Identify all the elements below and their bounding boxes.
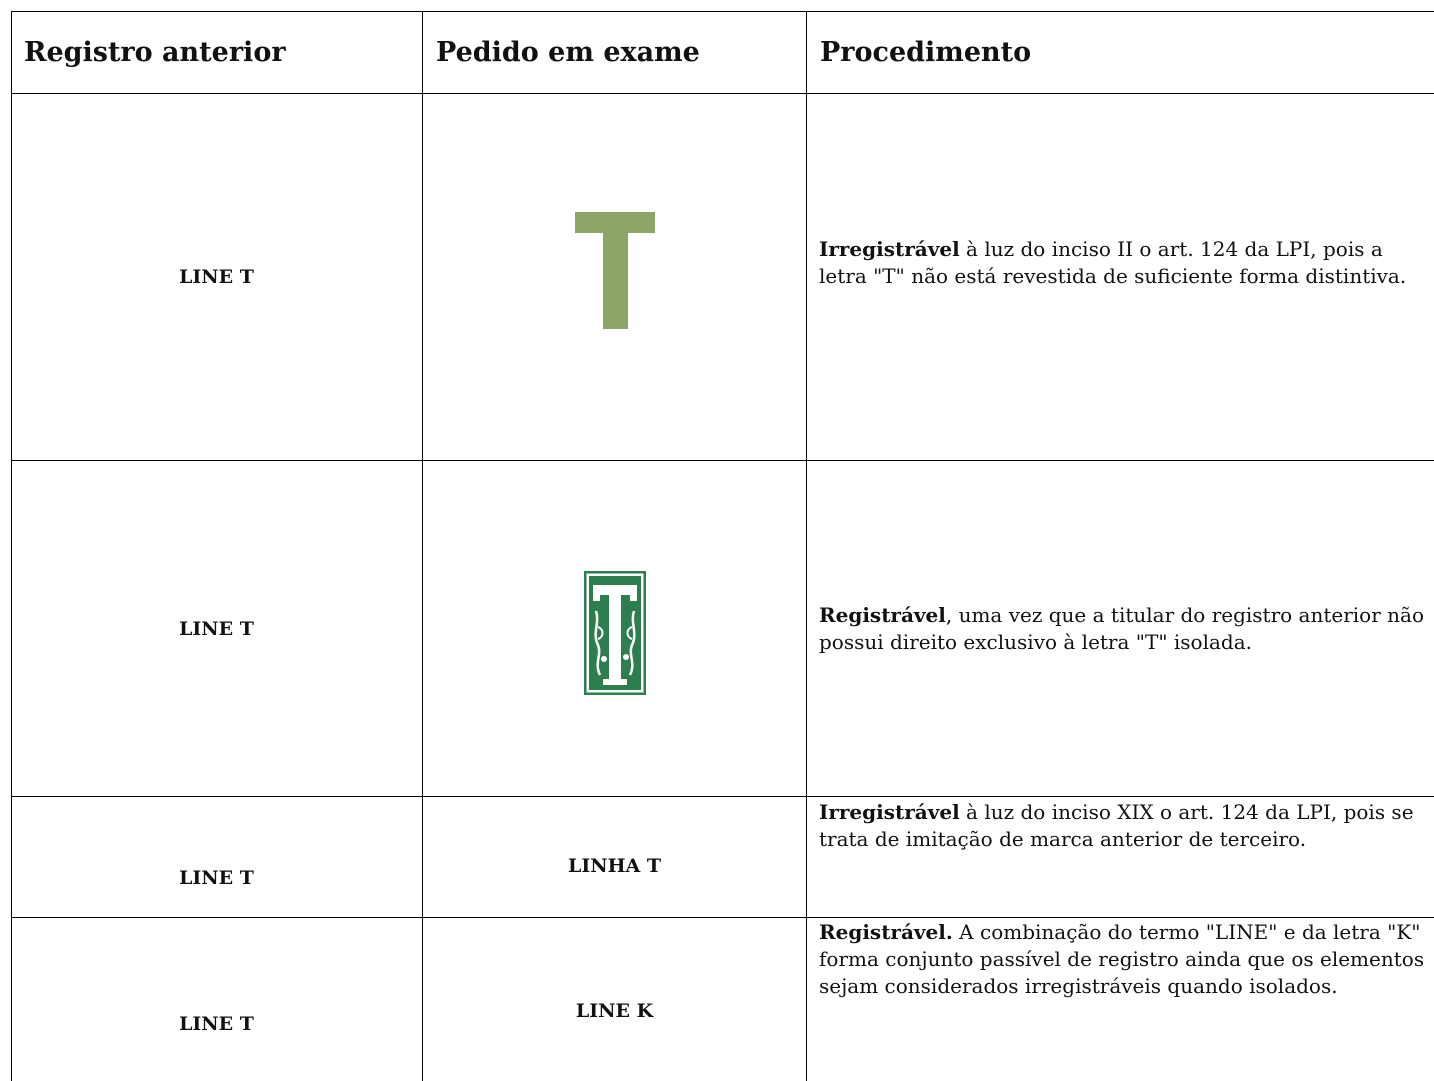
- table-row-4-pedido: LINE K: [575, 1000, 654, 1022]
- table-row-4-procedimento: Registrável. A combinação do termo "LINE…: [807, 918, 1434, 1081]
- ornamental-letter-t-logo: [583, 570, 646, 695]
- table-row-1-pedido: [423, 94, 806, 460]
- table-row-3-procedimento: Irregistrável à luz do inciso XIX o art.…: [807, 797, 1434, 917]
- procedimento-text: , uma vez que a titular do registro ante…: [819, 602, 1424, 654]
- table-row-1-anterior: LINE T: [179, 266, 254, 288]
- table-row-2-procedimento: Registrável, uma vez que a titular do re…: [807, 461, 1434, 796]
- procedimento-text: A combinação do termo "LINE" e da letra …: [819, 920, 1425, 998]
- table-top-border: [11, 11, 1434, 12]
- header-registro-anterior: Registro anterior: [24, 37, 286, 68]
- row-divider: [11, 796, 1434, 797]
- table-row-2-anterior: LINE T: [179, 617, 254, 640]
- procedimento-verdict: Registrável.: [819, 920, 953, 944]
- table-row-4-anterior: LINE T: [179, 1013, 254, 1035]
- column-divider: [806, 11, 807, 1081]
- table-row-3-anterior: LINE T: [179, 867, 254, 889]
- table-row-1-procedimento: Irregistrável à luz do inciso II o art. …: [807, 94, 1434, 460]
- header-bottom-border: [11, 93, 1434, 94]
- procedimento-text: à luz do inciso XIX o art. 124 da LPI, p…: [819, 800, 1414, 851]
- table-left-border: [11, 11, 12, 1081]
- green-letter-t-logo: [574, 212, 655, 329]
- table-row-3-pedido: LINHA T: [567, 855, 662, 877]
- procedimento-verdict: Registrável: [819, 602, 946, 627]
- procedimento-text: à luz do inciso II o art. 124 da LPI, po…: [819, 237, 1407, 288]
- column-divider: [422, 11, 423, 1081]
- header-procedimento: Procedimento: [820, 37, 1032, 68]
- row-divider: [11, 917, 1434, 918]
- row-divider: [11, 460, 1434, 461]
- procedimento-verdict: Irregistrável: [819, 800, 960, 824]
- header-pedido-em-exame: Pedido em exame: [436, 37, 700, 68]
- table-row-2-pedido: [423, 461, 806, 796]
- procedimento-verdict: Irregistrável: [819, 237, 960, 261]
- trademark-comparison-table: Registro anterior Pedido em exame Proced…: [11, 11, 1434, 1081]
